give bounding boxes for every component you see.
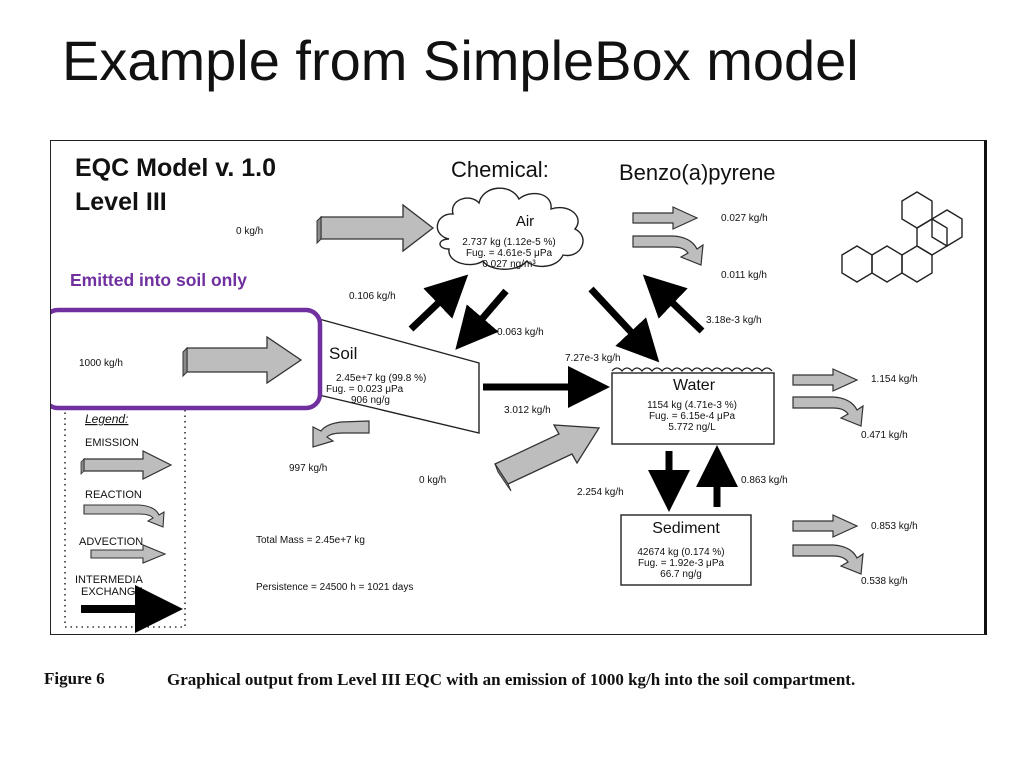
soil-fugacity: Fug. = 0.023 μPa: [326, 384, 404, 395]
soil-concentration: 906 ng/g: [351, 395, 390, 406]
flow-labels: 0 kg/h 0.027 kg/h 0.011 kg/h 0.106 kg/h …: [79, 213, 918, 587]
soil-label: Soil: [329, 344, 357, 363]
molecule-structure: [841, 191, 963, 283]
sediment-reaction-arrow: [792, 544, 864, 575]
sediment-to-water-value: 0.863 kg/h: [741, 475, 788, 486]
water-to-air-value: 3.18e-3 kg/h: [706, 315, 762, 326]
water-advection-arrow: [792, 368, 859, 392]
sediment-fugacity: Fug. = 1.92e-3 μPa: [638, 558, 725, 569]
soil-emission-arrow: [182, 335, 303, 385]
air-advection-arrow: [632, 206, 699, 230]
air-label: Air: [516, 213, 534, 230]
soil-emission-highlight: [51, 307, 323, 411]
water-concentration: 5.772 ng/L: [668, 422, 716, 433]
soil-to-air-value: 0.063 kg/h: [497, 327, 544, 338]
water-to-air-arrow: [642, 274, 705, 334]
chemical-name: Benzo(a)pyrene: [619, 160, 776, 185]
soil-reaction-value: 997 kg/h: [289, 463, 327, 474]
total-mass: Total Mass = 2.45e+7 kg: [256, 535, 365, 546]
air-fugacity: Fug. = 4.61e-5 μPa: [466, 248, 553, 259]
persistence: Persistence = 24500 h = 1021 days: [256, 582, 413, 593]
air-to-soil-arrow: [408, 274, 469, 332]
water-compartment: Water 1154 kg (4.71e-3 %) Fug. = 6.15e-4…: [611, 367, 775, 445]
air-emission-arrow: [316, 203, 435, 253]
air-reaction-value: 0.011 kg/h: [721, 270, 767, 281]
caption-number: Figure 6: [44, 669, 105, 688]
sediment-mass: 42674 kg (0.174 %): [637, 547, 724, 558]
water-to-sediment-value: 2.254 kg/h: [577, 487, 624, 498]
air-to-soil-value: 0.106 kg/h: [349, 291, 396, 302]
model-level: Level III: [75, 188, 167, 216]
legend: Legend: EMISSION REACTION ADVECTION INTE…: [64, 408, 186, 633]
sediment-reaction-value: 0.538 kg/h: [861, 576, 908, 587]
air-advection-value: 0.027 kg/h: [721, 213, 768, 224]
air-compartment: Air 2.737 kg (1.12e-5 %) Fug. = 4.61e-5 …: [436, 187, 584, 270]
sediment-advection-value: 0.853 kg/h: [871, 521, 918, 532]
water-reaction-value: 0.471 kg/h: [861, 430, 908, 441]
air-emission-value: 0 kg/h: [236, 226, 263, 237]
sediment-label: Sediment: [652, 520, 720, 537]
sediment-advection-arrow: [792, 514, 859, 538]
soil-mass: 2.45e+7 kg (99.8 %): [336, 373, 426, 384]
caption-text: Graphical output from Level III EQC with…: [167, 670, 856, 689]
legend-advection-label: ADVECTION: [79, 536, 143, 548]
legend-intermedia-label-1: INTERMEDIA: [75, 574, 144, 586]
legend-emission-label: EMISSION: [85, 437, 139, 449]
water-fugacity: Fug. = 6.15e-4 μPa: [649, 411, 736, 422]
legend-intermedia-label-2: EXCHANGE: [81, 586, 143, 598]
water-emission-arrow: [494, 424, 601, 492]
air-to-water-arrow: [588, 286, 660, 363]
sediment-compartment: Sediment 42674 kg (0.174 %) Fug. = 1.92e…: [620, 514, 752, 586]
water-mass: 1154 kg (4.71e-3 %): [647, 400, 737, 411]
soil-to-air-arrow: [455, 288, 509, 350]
soil-to-water-value: 3.012 kg/h: [504, 405, 551, 416]
emitted-into-soil-annotation: Emitted into soil only: [70, 270, 247, 290]
soil-emission-value: 1000 kg/h: [79, 358, 123, 369]
air-to-water-value: 7.27e-3 kg/h: [565, 353, 621, 364]
legend-reaction-arrow: [83, 504, 165, 528]
water-emission-value: 0 kg/h: [419, 475, 446, 486]
eqc-model-figure: EQC Model v. 1.0 Level III Chemical: Ben…: [50, 140, 987, 635]
model-title: EQC Model v. 1.0: [75, 154, 276, 182]
legend-emission-arrow: [80, 450, 173, 480]
legend-advection-arrow: [90, 544, 167, 564]
legend-title: Legend:: [85, 412, 128, 426]
soil-compartment: Soil 2.45e+7 kg (99.8 %) Fug. = 0.023 μP…: [318, 318, 480, 434]
legend-reaction-label: REACTION: [85, 489, 142, 501]
chemical-label: Chemical:: [451, 157, 549, 182]
eqc-diagram: EQC Model v. 1.0 Level III Chemical: Ben…: [51, 154, 963, 633]
sediment-concentration: 66.7 ng/g: [660, 569, 702, 580]
air-reaction-arrow: [632, 235, 704, 266]
soil-reaction-arrow: [312, 420, 370, 448]
water-label: Water: [673, 377, 716, 394]
air-concentration: 0.027 ng/m³: [482, 259, 536, 270]
water-reaction-arrow: [792, 396, 864, 427]
water-advection-value: 1.154 kg/h: [871, 374, 918, 385]
slide-title: Example from SimpleBox model: [62, 29, 859, 92]
air-mass: 2.737 kg (1.12e-5 %): [462, 237, 555, 248]
